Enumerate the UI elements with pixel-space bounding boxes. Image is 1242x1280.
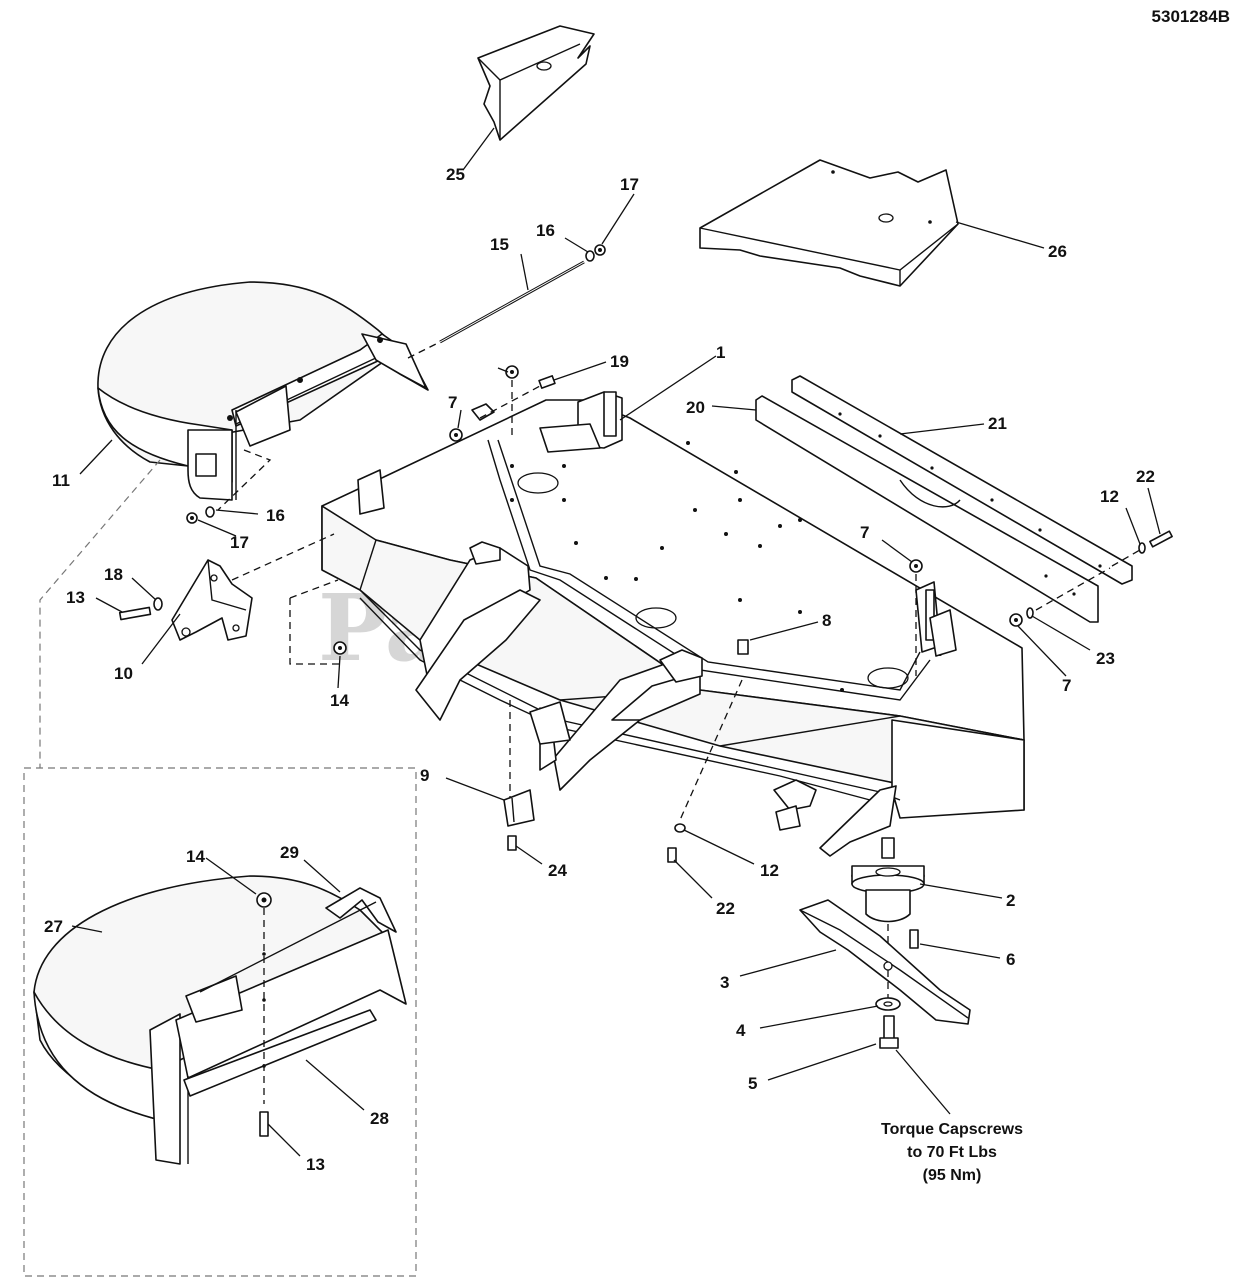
part-7-nut-mid: [449, 428, 463, 442]
inset-box: [23, 767, 417, 1277]
part-29-bracket: [185, 887, 397, 1023]
callout-17-top: 17: [620, 175, 639, 194]
callout-18: 18: [104, 565, 123, 584]
callout-22-right: 22: [1136, 467, 1155, 486]
torque-note-line-1: Torque Capscrews: [881, 1121, 1023, 1138]
callout-23: 23: [1096, 649, 1115, 668]
leader-dash-12-right: [1111, 549, 1141, 567]
part-15-hinge-rod: [407, 260, 585, 359]
part-7-nut-top: [505, 365, 519, 379]
part-18-washer: [153, 597, 163, 611]
callout-12-right: 12: [1100, 487, 1119, 506]
part-27-mulch-cover: [33, 875, 407, 1165]
part-7-nut-rear: [909, 559, 923, 573]
part-4-washer: [875, 997, 901, 1011]
callout-labels: 25 15 16 17 26 11 16 17 1 19 7 20 21 22 …: [44, 165, 1155, 1174]
part-5-capscrew: [879, 1015, 899, 1049]
callout-8: 8: [822, 611, 831, 630]
callout-4: 4: [736, 1021, 746, 1040]
callout-13-left: 13: [66, 588, 85, 607]
callout-14-inset: 14: [186, 847, 205, 866]
callout-7-top: 7: [448, 393, 457, 412]
part-16-washer-top: [585, 250, 595, 262]
callout-1: 1: [716, 343, 725, 362]
part-11-discharge-chute: [97, 281, 429, 501]
callout-14-deck: 14: [330, 691, 349, 710]
part-10-chute-bracket: [171, 559, 253, 641]
callout-7-right: 7: [1062, 676, 1071, 695]
callout-25: 25: [446, 165, 465, 184]
callout-29: 29: [280, 843, 299, 862]
callout-20: 20: [686, 398, 705, 417]
part-17-nut-top: [594, 244, 606, 256]
torque-note-line-2: to 70 Ft Lbs: [907, 1144, 997, 1161]
part-22-bolt-right: [1149, 530, 1173, 548]
part-1-mower-deck: [321, 391, 1025, 857]
callout-19: 19: [610, 352, 629, 371]
part-25-deflector-shield: [477, 25, 595, 141]
callout-2: 2: [1006, 891, 1015, 910]
callout-28: 28: [370, 1109, 389, 1128]
part-8-clip: [737, 639, 749, 655]
part-28-plate: [183, 1009, 377, 1097]
part-12-washer-mid: [674, 823, 686, 833]
part-3-blade: [799, 899, 971, 1025]
part-17-nut-left: [186, 512, 198, 524]
part-22-bolt-mid: [667, 847, 677, 863]
callout-21: 21: [988, 414, 1007, 433]
callout-10: 10: [114, 664, 133, 683]
part-24-bolt: [507, 835, 517, 851]
part-13-bolt-inset: [259, 1111, 269, 1137]
part-20-baffle-plate: [755, 395, 1099, 623]
callout-16-left: 16: [266, 506, 285, 525]
callout-17-left: 17: [230, 533, 249, 552]
torque-note: Torque Capscrews to 70 Ft Lbs (95 Nm): [881, 1121, 1023, 1184]
part-9-bracket: [503, 789, 535, 827]
callout-11: 11: [52, 471, 70, 490]
part-12-washer-right: [1138, 542, 1146, 554]
part-26-deck-cover: [699, 159, 959, 287]
callout-12-mid: 12: [760, 861, 779, 880]
callout-13-inset: 13: [306, 1155, 325, 1174]
part-14-nut-inset: [256, 892, 272, 908]
callout-22-mid: 22: [716, 899, 735, 918]
leader-dash-14b: [289, 579, 339, 599]
part-2-spindle: [851, 837, 925, 923]
leader-dash-23: [1035, 567, 1111, 611]
part-7-nut-right: [1009, 613, 1023, 627]
callout-16-top: 16: [536, 221, 555, 240]
torque-note-line-3: (95 Nm): [923, 1167, 982, 1184]
leader-lines: [71, 127, 1161, 1157]
part-21-baffle-strip: [791, 375, 1133, 585]
part-16-washer-left: [205, 506, 215, 518]
callout-9: 9: [420, 766, 429, 785]
callout-7-mid: 7: [860, 523, 869, 542]
part-13-bolt-left: [118, 606, 152, 621]
callout-3: 3: [720, 973, 729, 992]
leader-dash-10: [231, 533, 335, 581]
callout-15: 15: [490, 235, 509, 254]
leader-dash-14: [289, 598, 340, 665]
part-6-screw: [909, 929, 919, 949]
leader-dash-16: [217, 449, 272, 511]
leader-dash-12-mid: [679, 679, 743, 821]
callout-24: 24: [548, 861, 567, 880]
callout-27: 27: [44, 917, 63, 936]
part-19-bolt: [538, 375, 556, 389]
part-23-washer: [1026, 607, 1034, 619]
callout-6: 6: [1006, 950, 1015, 969]
callout-26: 26: [1048, 242, 1067, 261]
part-14-nut-deck: [333, 641, 347, 655]
document-id: 5301284B: [1152, 7, 1230, 26]
inset-link-line: [39, 459, 161, 768]
callout-5: 5: [748, 1074, 757, 1093]
